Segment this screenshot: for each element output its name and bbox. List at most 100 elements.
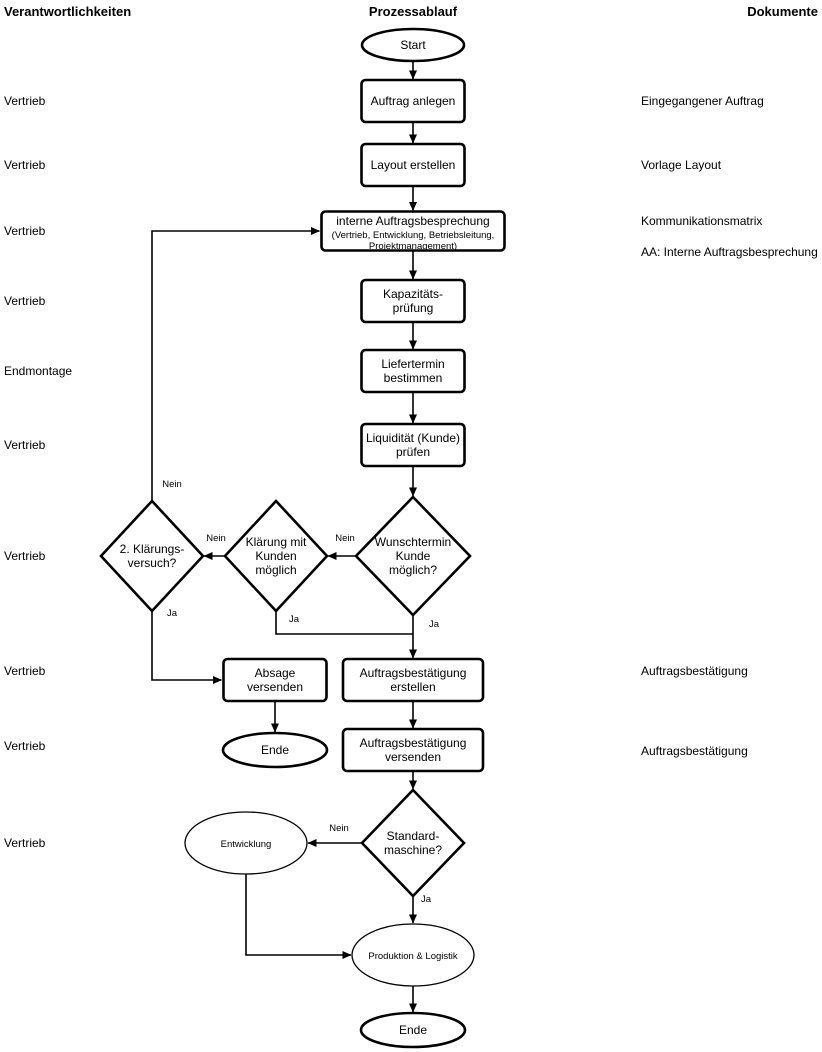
node-shape-rect: [360, 422, 466, 468]
node-label: prüfung: [393, 301, 434, 315]
node-label: Kunden: [255, 549, 296, 563]
edge-label: Ja: [421, 894, 432, 905]
node-shape-rect: [341, 727, 485, 773]
document-label: Vorlage Layout: [641, 158, 722, 172]
node-label: Standard-: [387, 829, 440, 843]
node-shape-rect: [360, 142, 466, 188]
responsibility-label: Endmontage: [4, 364, 72, 378]
node-label: Kapazitäts-: [383, 287, 443, 301]
responsibility-label: Vertrieb: [4, 739, 46, 753]
node-shape-diamond: [360, 788, 466, 898]
node-shape-rect: [320, 210, 506, 252]
node-shape-ellipse-thick: [360, 27, 466, 63]
node-label: Liquidität (Kunde): [366, 431, 460, 445]
node-sublabel: (Vertrieb, Entwicklung, Betriebsleitung,: [332, 230, 495, 241]
edge-klaerung2-ja: [151, 611, 222, 684]
edge-layer: [151, 61, 417, 1013]
node-label: Ende: [399, 1023, 427, 1037]
node-shape-rect: [360, 348, 466, 394]
node-label: maschine?: [384, 843, 442, 857]
flow-node-meeting[interactable]: interne Auftragsbesprechung (Vertrieb, En…: [320, 210, 506, 253]
responsibility-label: Vertrieb: [4, 94, 46, 108]
document-label: Kommunikationsmatrix: [641, 214, 762, 228]
responsibility-label: Vertrieb: [4, 836, 46, 850]
node-shape-rect: [360, 78, 466, 124]
flow-node-auftrag[interactable]: Auftrag anlegen: [360, 78, 466, 124]
node-shape-diamond: [99, 499, 205, 613]
node-shape-rect: [341, 657, 485, 703]
node-label: erstellen: [390, 680, 435, 694]
node-label: Auftrag anlegen: [371, 94, 456, 108]
node-label: Produktion & Logistik: [368, 951, 457, 962]
edge-label: Ja: [289, 614, 300, 625]
node-label: Absage: [255, 666, 296, 680]
node-sublabel: Projektmanagement): [369, 241, 457, 252]
responsibility-label: Vertrieb: [4, 664, 46, 678]
edge-klaerung2-nein-loop: [151, 227, 320, 501]
edge-label: Nein: [329, 823, 349, 834]
flow-node-layout[interactable]: Layout erstellen: [360, 142, 466, 188]
column-header-documents: Dokumente: [747, 4, 818, 19]
node-shape-ellipse-thin: [351, 923, 475, 987]
node-shape-ellipse-thick: [221, 731, 329, 769]
node-label: versenden: [247, 680, 303, 694]
edge-label: Ja: [167, 608, 178, 619]
side-label-layer: VertriebVertriebVertriebVertriebEndmonta…: [4, 94, 818, 850]
flow-node-produktion[interactable]: Produktion & Logistik: [351, 923, 475, 987]
node-label: Start: [400, 38, 426, 52]
responsibility-label: Vertrieb: [4, 549, 46, 563]
node-shape-ellipse-thin: [184, 811, 308, 875]
column-header-responsibilities: Verantwortlichkeiten: [4, 4, 131, 19]
edge-klaerung-ja: [275, 611, 413, 635]
node-shape-diamond: [354, 495, 472, 617]
node-shape-rect: [222, 657, 328, 703]
node-label: interne Auftragsbesprechung: [336, 214, 489, 228]
node-label: bestimmen: [384, 371, 443, 385]
flow-node-liquiditaet[interactable]: Liquidität (Kunde)prüfen: [360, 422, 466, 468]
edge-label: Nein: [162, 479, 182, 490]
document-label: Auftragsbestätigung: [641, 664, 748, 678]
node-label: Auftragsbestätigung: [360, 666, 467, 680]
node-label: versenden: [385, 750, 441, 764]
node-label: Auftragsbestätigung: [360, 736, 467, 750]
edge-label: Ja: [429, 619, 440, 630]
node-label: Liefertermin: [381, 357, 444, 371]
node-label: versuch?: [128, 556, 177, 570]
flow-node-standard[interactable]: Standard-maschine?: [360, 788, 466, 898]
flow-node-kapazitaet[interactable]: Kapazitäts-prüfung: [360, 278, 466, 324]
edge-label: Nein: [206, 533, 226, 544]
flow-node-start[interactable]: Start: [360, 27, 466, 63]
node-label: Ende: [261, 743, 289, 757]
flow-node-ende_final[interactable]: Ende: [359, 1011, 467, 1049]
document-label: Auftragsbestätigung: [641, 744, 748, 758]
flow-node-klaerung2[interactable]: 2. Klärungs-versuch?: [99, 499, 205, 613]
node-label: Kunde: [396, 549, 431, 563]
node-shape-rect: [360, 278, 466, 324]
responsibility-label: Vertrieb: [4, 158, 46, 172]
responsibility-label: Vertrieb: [4, 294, 46, 308]
edge-label: Nein: [335, 533, 355, 544]
node-label: Klärung mit: [246, 535, 307, 549]
node-label: prüfen: [396, 445, 430, 459]
flow-node-entwicklung[interactable]: Entwicklung: [184, 811, 308, 875]
node-shape-ellipse-thick: [359, 1011, 467, 1049]
responsibility-label: Vertrieb: [4, 438, 46, 452]
node-label: möglich: [255, 563, 296, 577]
node-label: Layout erstellen: [371, 158, 456, 172]
flow-node-ende_absage[interactable]: Ende: [221, 731, 329, 769]
node-label: 2. Klärungs-: [120, 542, 185, 556]
column-header-process: Prozessablauf: [369, 4, 458, 19]
document-label: Eingegangener Auftrag: [641, 94, 764, 108]
node-label: Entwicklung: [221, 839, 272, 850]
document-label: AA: Interne Auftragsbesprechung: [641, 245, 818, 259]
